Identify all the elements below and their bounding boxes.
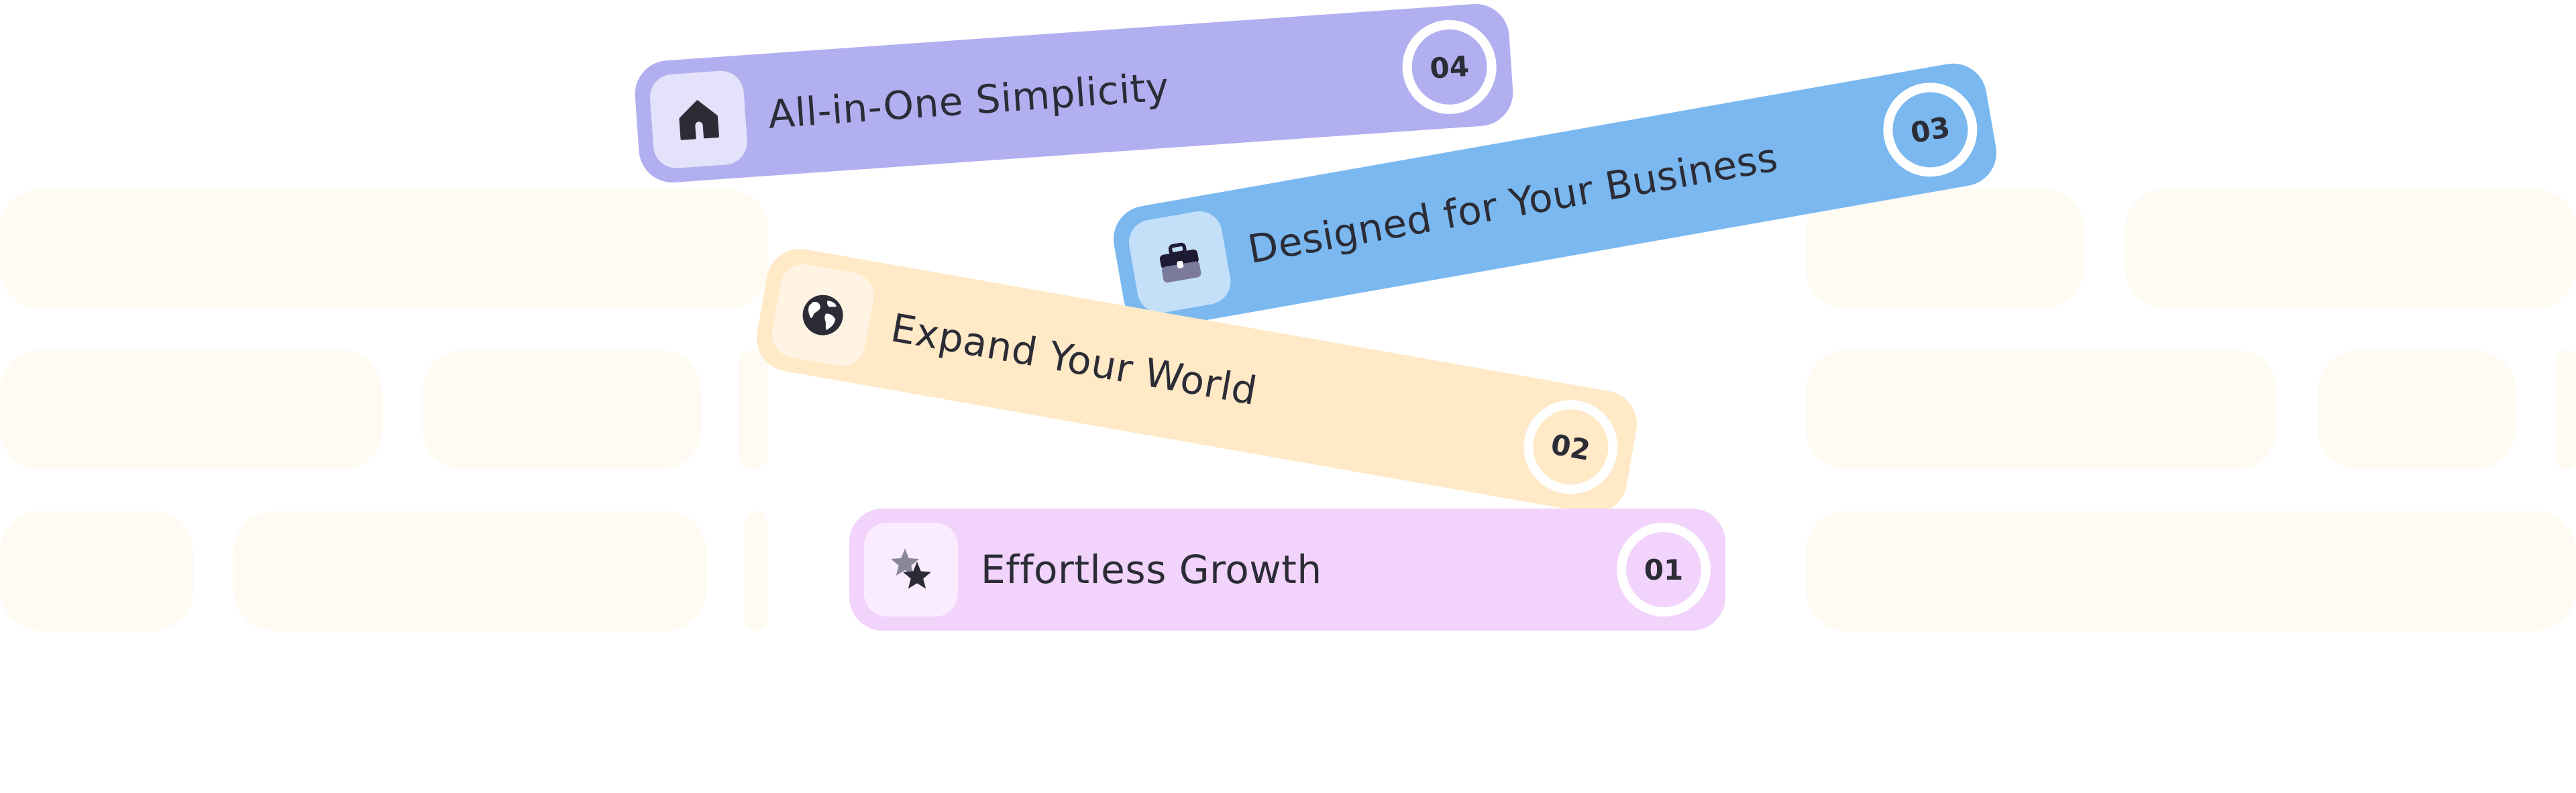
feature-label: All-in-One Simplicity (766, 64, 1171, 138)
feature-label: Designed for Your Business (1244, 134, 1782, 273)
feature-number: 02 (1548, 427, 1593, 467)
feature-number: 03 (1908, 110, 1953, 150)
icon-tile (648, 69, 749, 170)
background-pill (2125, 189, 2576, 309)
background-pill (0, 350, 382, 470)
background-pill (1806, 350, 2277, 470)
icon-tile (864, 523, 958, 617)
icon-tile (1125, 207, 1234, 317)
background-pill (0, 511, 193, 631)
icon-tile (768, 260, 877, 370)
feature-number-badge: 01 (1617, 523, 1711, 617)
feature-card-all-in-one-simplicity: All-in-One Simplicity 04 (633, 1, 1515, 185)
background-pill (745, 511, 768, 631)
background-pill (738, 350, 768, 470)
feature-card-effortless-growth: Effortless Growth 01 (849, 509, 1725, 631)
feature-card-designed-for-your-business: Designed for Your Business 03 (1108, 58, 2002, 334)
feature-label: Expand Your World (888, 305, 1260, 415)
feature-number-badge: 02 (1516, 392, 1625, 502)
briefcase-icon (1152, 234, 1208, 290)
globe-icon (795, 287, 851, 343)
background-pill (2318, 350, 2516, 470)
background-pill (423, 350, 701, 470)
background-pill (233, 511, 706, 631)
feature-number: 01 (1644, 553, 1684, 586)
home-icon (673, 94, 724, 146)
feature-number-badge: 04 (1399, 17, 1500, 117)
feature-number-badge: 03 (1876, 75, 1985, 184)
feature-label: Effortless Growth (981, 547, 1322, 592)
feature-number: 04 (1428, 49, 1470, 85)
background-pill (1806, 511, 2576, 631)
feature-card-expand-your-world: Expand Your World 02 (751, 244, 1642, 519)
star-icon (887, 545, 935, 594)
background-pill (2556, 350, 2576, 470)
background-pill (0, 189, 768, 309)
background-pill (1806, 189, 2084, 309)
